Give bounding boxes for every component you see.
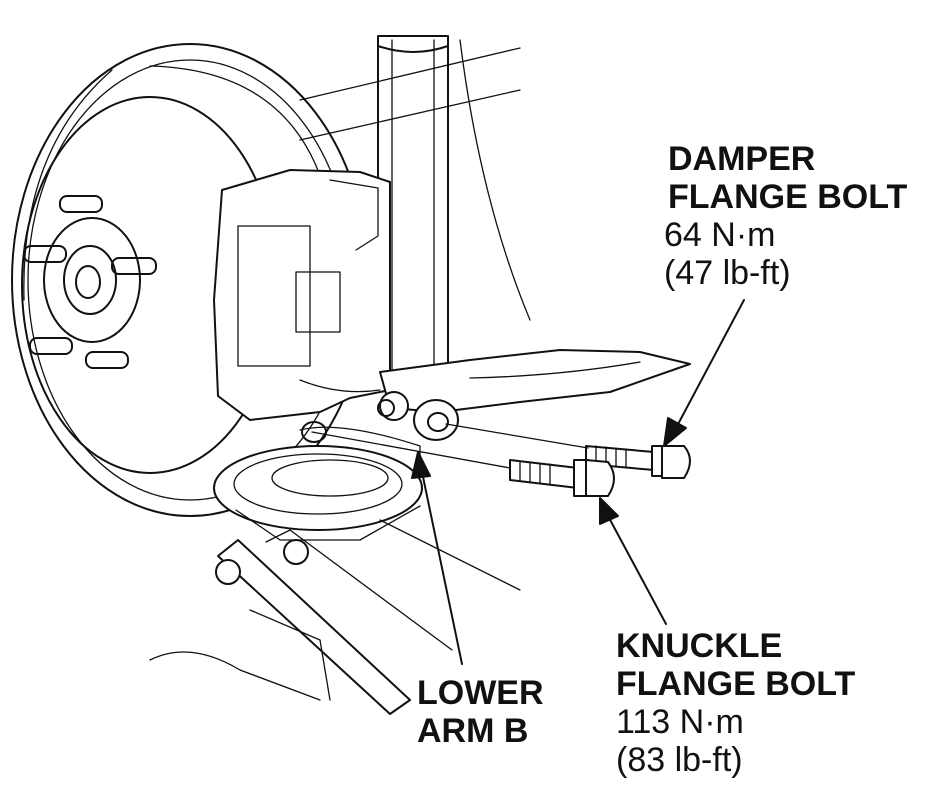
knuckle-torque-nm: 113 N·m xyxy=(616,703,744,741)
lower-arm-label-line1: LOWER xyxy=(417,674,544,712)
lower-arm-label-line2: ARM B xyxy=(417,712,529,750)
damper-torque-lbft: (47 lb-ft) xyxy=(664,254,791,292)
spring-seat xyxy=(213,421,423,541)
damper-bolt-arrow xyxy=(663,299,745,447)
knuckle-flange-bolt xyxy=(509,459,615,497)
damper-label-line1: DAMPER xyxy=(668,140,816,178)
damper-flange-bolt-callout: DAMPER FLANGE BOLT 64 N·m (47 lb-ft) xyxy=(664,140,908,292)
jack-stand xyxy=(149,519,521,715)
wheel-hub xyxy=(23,195,157,369)
damper-torque-nm: 64 N·m xyxy=(664,216,776,254)
knuckle-bolt-arrow xyxy=(599,497,667,625)
knuckle-label-line2: FLANGE BOLT xyxy=(616,665,856,703)
lower-arm-arrow xyxy=(411,451,463,665)
knuckle-flange-bolt-callout: KNUCKLE FLANGE BOLT 113 N·m (83 lb-ft) xyxy=(616,627,855,779)
damper-label-line2: FLANGE BOLT xyxy=(668,178,908,216)
lower-arm-b-callout: LOWER ARM B xyxy=(417,674,544,750)
brake-caliper xyxy=(213,169,391,421)
lower-arm-b xyxy=(377,349,691,441)
knuckle-torque-lbft: (83 lb-ft) xyxy=(616,741,743,779)
knuckle-label-line1: KNUCKLE xyxy=(616,627,783,665)
